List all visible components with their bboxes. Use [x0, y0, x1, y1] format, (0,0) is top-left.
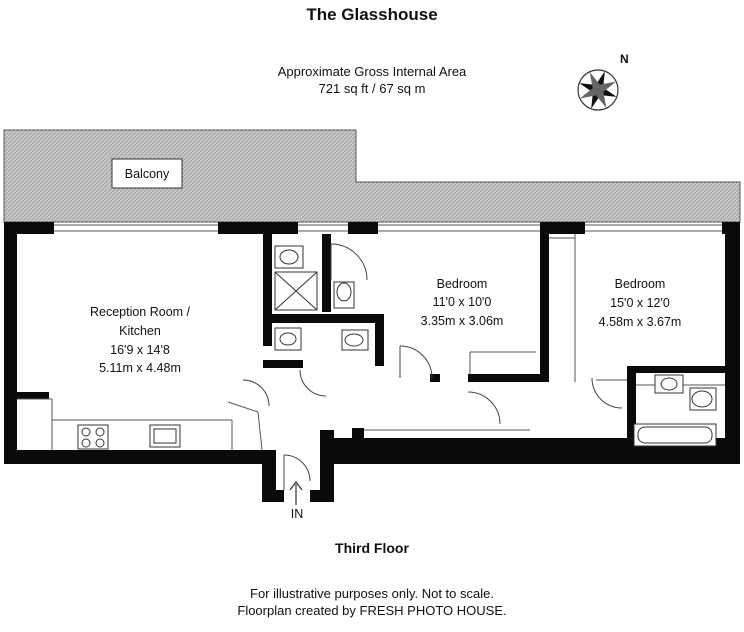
footer-line2: Floorplan created by FRESH PHOTO HOUSE.	[237, 603, 507, 618]
interior-lines	[17, 234, 725, 451]
balcony: Balcony	[3, 129, 741, 223]
bedroom2-metric: 4.58m x 3.67m	[599, 315, 682, 329]
bedroom2-imperial: 15'0 x 12'0	[610, 296, 670, 310]
gross-area: Approximate Gross Internal Area 721 sq f…	[0, 63, 744, 97]
balcony-label: Balcony	[125, 167, 170, 181]
floor-label: Third Floor	[335, 540, 409, 556]
plan-title: The Glasshouse	[306, 5, 438, 24]
bedroom-1: Bedroom 11'0 x 10'0 3.35m x 3.06m	[421, 277, 504, 328]
interior-walls	[263, 234, 740, 446]
reception-name-line2: Kitchen	[119, 324, 161, 338]
bedroom-2: Bedroom 15'0 x 12'0 4.58m x 3.67m	[599, 277, 682, 329]
gross-area-label: Approximate Gross Internal Area	[277, 64, 467, 79]
bedroom2-name: Bedroom	[615, 277, 666, 291]
reception-imperial: 16'9 x 14'8	[110, 343, 170, 357]
reception-name-line1: Reception Room /	[90, 305, 191, 319]
north-label: N	[620, 52, 629, 66]
gross-area-value: 721 sq ft / 67 sq m	[318, 81, 426, 96]
bedroom1-metric: 3.35m x 3.06m	[421, 314, 504, 328]
entrance-arrow-icon	[289, 481, 303, 505]
bedroom1-imperial: 11'0 x 10'0	[433, 295, 492, 309]
entrance-label: IN	[291, 507, 304, 521]
fixtures	[77, 245, 717, 450]
balcony-label-box	[111, 158, 183, 189]
compass-icon	[577, 69, 619, 111]
reception-room: Reception Room / Kitchen 16'9 x 14'8 5.1…	[90, 305, 191, 375]
windows	[54, 224, 722, 232]
bedroom1-name: Bedroom	[437, 277, 488, 291]
reception-metric: 5.11m x 4.48m	[99, 361, 181, 375]
footer-line1: For illustrative purposes only. Not to s…	[250, 586, 494, 601]
footer-note: For illustrative purposes only. Not to s…	[0, 585, 744, 619]
door-swings	[242, 243, 623, 490]
